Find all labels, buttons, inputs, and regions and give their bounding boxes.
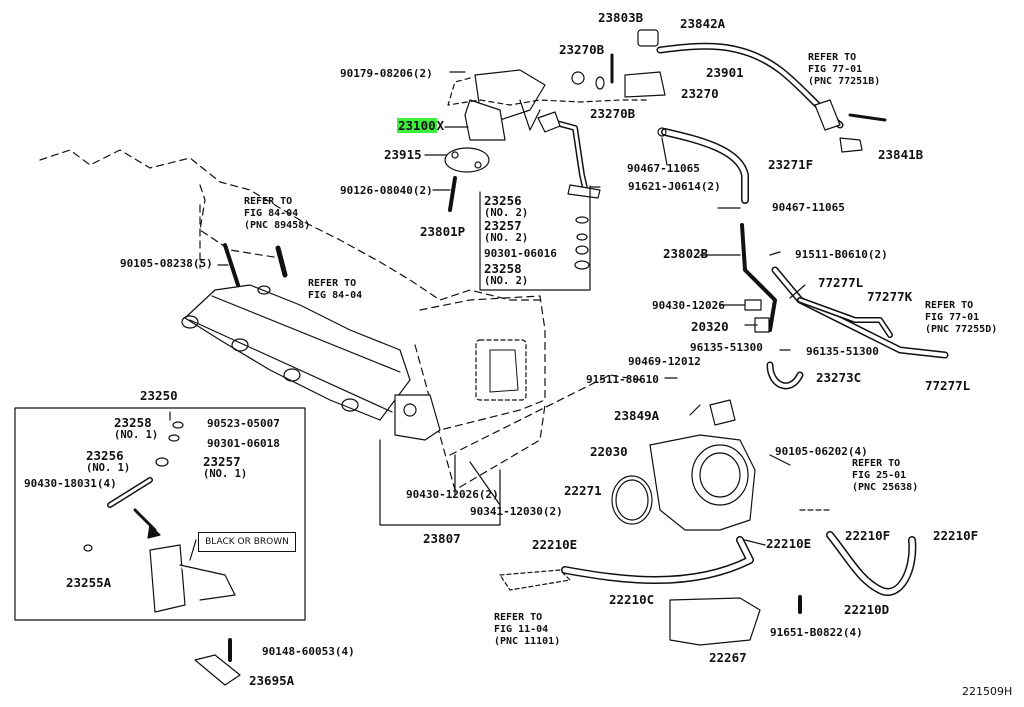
label-22210f-a[interactable]: 22210F (845, 528, 891, 543)
fuel-pump-shape (444, 69, 546, 173)
label-23100-x: X (436, 118, 445, 133)
label-90430-12026-b[interactable]: 90430-12026(2) (406, 488, 499, 501)
label-96135-51300-b[interactable]: 96135-51300 (806, 345, 879, 358)
label-23802b[interactable]: 23802B (663, 246, 709, 261)
label-91511-80610[interactable]: 91511-80610 (586, 373, 659, 386)
refer-fig-77-01-b[interactable]: REFER TO FIG 77-01 (PNC 77251B) (808, 52, 881, 87)
refer-fig-84-04-b[interactable]: REFER TO FIG 84-04 (308, 278, 363, 301)
label-91511-b0610[interactable]: 91511-B0610(2) (795, 248, 888, 261)
label-22210f-b[interactable]: 22210F (933, 528, 979, 543)
label-90430-18031[interactable]: 90430-18031(4) (24, 477, 117, 490)
throttle-body-shape (611, 399, 756, 531)
label-90179-08206[interactable]: 90179-08206(2) (340, 67, 433, 80)
label-23258-no2[interactable]: 23258 (484, 261, 522, 276)
label-90126-08040[interactable]: 90126-08040(2) (340, 184, 433, 197)
label-23257-no2[interactable]: 23257 (484, 218, 522, 233)
label-23256-no2[interactable]: 23256 (484, 193, 522, 208)
label-23255a[interactable]: 23255A (66, 575, 112, 590)
label-22210e-b[interactable]: 22210E (766, 536, 812, 551)
label-90341-12030[interactable]: 90341-12030(2) (470, 505, 563, 518)
label-23801p[interactable]: 23801P (420, 224, 466, 239)
refer-fig-77-01-d[interactable]: REFER TO FIG 77-01 (PNC 77255D) (925, 300, 998, 335)
label-90301-06016[interactable]: 90301-06016 (484, 247, 557, 260)
label-23803b[interactable]: 23803B (598, 10, 644, 25)
label-23258-no1-qty: (NO. 1) (114, 429, 159, 441)
label-23257-no1[interactable]: 23257 (203, 454, 241, 469)
label-23915[interactable]: 23915 (384, 147, 422, 162)
refer-fig-25-01[interactable]: REFER TO FIG 25-01 (PNC 25638) (852, 458, 919, 493)
label-23100[interactable]: 23100X (397, 118, 445, 133)
label-96135-51300-a[interactable]: 96135-51300 (690, 341, 763, 354)
label-23270b-top[interactable]: 23270B (559, 42, 605, 57)
label-23842a[interactable]: 23842A (680, 16, 726, 31)
label-23271f[interactable]: 23271F (768, 157, 814, 172)
diagram-id: 221509H (962, 685, 1013, 698)
label-77277l-a[interactable]: 77277L (818, 275, 864, 290)
label-90467-11065-a[interactable]: 90467-11065 (627, 162, 700, 175)
label-91621-j0614[interactable]: 91621-J0614(2) (628, 180, 721, 193)
label-22210c[interactable]: 22210C (609, 592, 655, 607)
label-91651-b0822[interactable]: 91651-B0822(4) (770, 626, 863, 639)
label-22271[interactable]: 22271 (564, 483, 602, 498)
label-77277k[interactable]: 77277K (867, 289, 913, 304)
label-23849a[interactable]: 23849A (614, 408, 660, 423)
label-90105-06202[interactable]: 90105-06202(4) (775, 445, 868, 458)
label-23256-no1-qty: (NO. 1) (86, 462, 131, 474)
label-23807[interactable]: 23807 (423, 531, 461, 546)
label-23257-no2-qty: (NO. 2) (484, 232, 529, 244)
label-22267[interactable]: 22267 (709, 650, 747, 665)
label-23258-no1[interactable]: 23258 (114, 415, 152, 430)
label-23270b-low[interactable]: 23270B (590, 106, 636, 121)
label-90467-11065-b[interactable]: 90467-11065 (772, 201, 845, 214)
label-90301-06018[interactable]: 90301-06018 (207, 437, 280, 450)
label-77277l-b[interactable]: 77277L (925, 378, 971, 393)
label-23250[interactable]: 23250 (140, 388, 178, 403)
callout-black-or-brown: BLACK OR BROWN (198, 532, 296, 552)
label-22030[interactable]: 22030 (590, 444, 628, 459)
label-90148-60053[interactable]: 90148-60053(4) (262, 645, 355, 658)
label-23273c[interactable]: 23273C (816, 370, 862, 385)
label-20320[interactable]: 20320 (691, 319, 729, 334)
label-22210d[interactable]: 22210D (844, 602, 890, 617)
fuel-rail-shape (181, 284, 441, 441)
label-90105-08238[interactable]: 90105-08238(5) (120, 257, 213, 270)
label-23100-text: 23100 (397, 118, 437, 133)
label-23695a[interactable]: 23695A (249, 673, 295, 688)
refer-fig-84-04-a[interactable]: REFER TO FIG 84-04 (PNC 89458) (244, 196, 311, 231)
label-23901[interactable]: 23901 (706, 65, 744, 80)
label-23256-no2-qty: (NO. 2) (484, 207, 529, 219)
refer-fig-11-04[interactable]: REFER TO FIG 11-04 (PNC 11101) (494, 612, 561, 647)
label-90430-12026-a[interactable]: 90430-12026 (652, 299, 725, 312)
label-23270[interactable]: 23270 (681, 86, 719, 101)
label-23256-no1[interactable]: 23256 (86, 448, 124, 463)
label-23257-no1-qty: (NO. 1) (203, 468, 248, 480)
label-90469-12012[interactable]: 90469-12012 (628, 355, 701, 368)
label-23841b[interactable]: 23841B (878, 147, 924, 162)
label-22210e-a[interactable]: 22210E (532, 537, 578, 552)
label-23258-no2-qty: (NO. 2) (484, 275, 529, 287)
label-90523-05007[interactable]: 90523-05007 (207, 417, 280, 430)
